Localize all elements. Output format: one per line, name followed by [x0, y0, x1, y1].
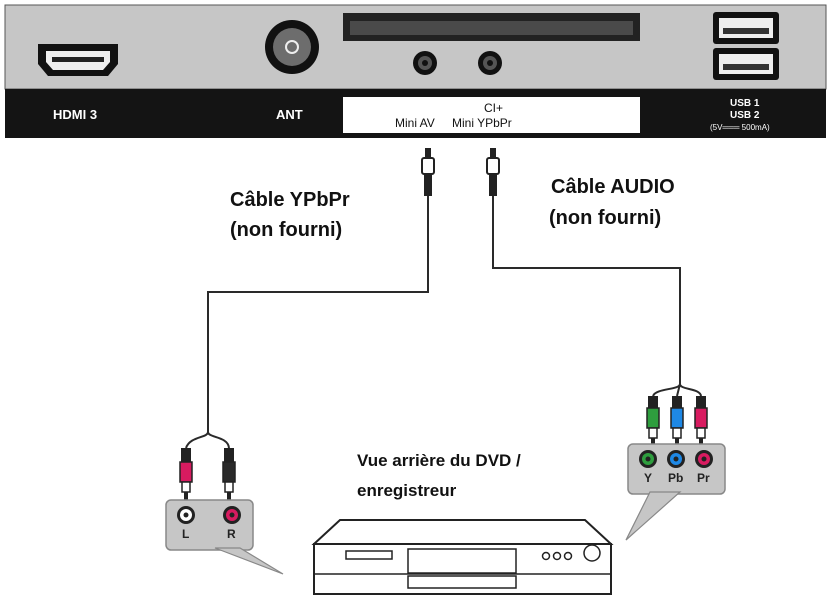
dvd-caption-1: Vue arrière du DVD /: [357, 451, 521, 470]
jack-label-r: R: [227, 527, 236, 541]
ypbpr-cable-caption-1: Câble YPbPr: [230, 189, 350, 211]
mini-ypbpr-jack: [478, 51, 502, 75]
dvd-caption-2: enregistreur: [357, 481, 457, 500]
component-plug-y: [646, 396, 660, 446]
ci-label-box: [343, 97, 640, 133]
mini-av-plug: [421, 148, 435, 196]
audio-cable-caption-1: Câble AUDIO: [551, 176, 675, 198]
mini-av-label: Mini AV: [395, 116, 435, 130]
usb2-label: USB 2: [730, 110, 760, 121]
mini-ypbpr-plug: [486, 148, 500, 196]
audio-jack-panel: [165, 499, 284, 575]
antenna-port: [265, 20, 319, 74]
ci-slot: [343, 13, 640, 41]
jack-label-pb: Pb: [668, 471, 684, 485]
audio-cable-wire: [492, 195, 681, 384]
usb-rating-label: (5V═══ 500mA): [710, 123, 770, 132]
ypbpr-cable-wire: [207, 195, 429, 432]
component-plug-pb: [670, 396, 684, 446]
ant-label: ANT: [276, 107, 303, 122]
usb-port-1: [713, 12, 779, 44]
audio-plug-right: [222, 448, 236, 500]
hdmi-label: HDMI 3: [53, 107, 98, 122]
usb-port-2: [713, 48, 779, 80]
ypbpr-cable-caption-2: (non fourni): [230, 219, 343, 241]
jack-label-pr: Pr: [697, 471, 710, 485]
component-jack-panel: [625, 443, 726, 541]
audio-cable-caption-2: (non fourni): [549, 207, 662, 229]
mini-av-jack: [413, 51, 437, 75]
mini-ypbpr-label: Mini YPbPr: [452, 116, 512, 130]
ci-label: CI+: [484, 101, 504, 115]
audio-plug-left: [179, 448, 193, 500]
component-plug-pr: [694, 396, 708, 446]
jack-label-y: Y: [644, 471, 653, 485]
usb1-label: USB 1: [730, 98, 760, 109]
jack-label-l: L: [182, 527, 190, 541]
hdmi-port: [38, 44, 118, 76]
dvd-recorder: [311, 519, 614, 595]
